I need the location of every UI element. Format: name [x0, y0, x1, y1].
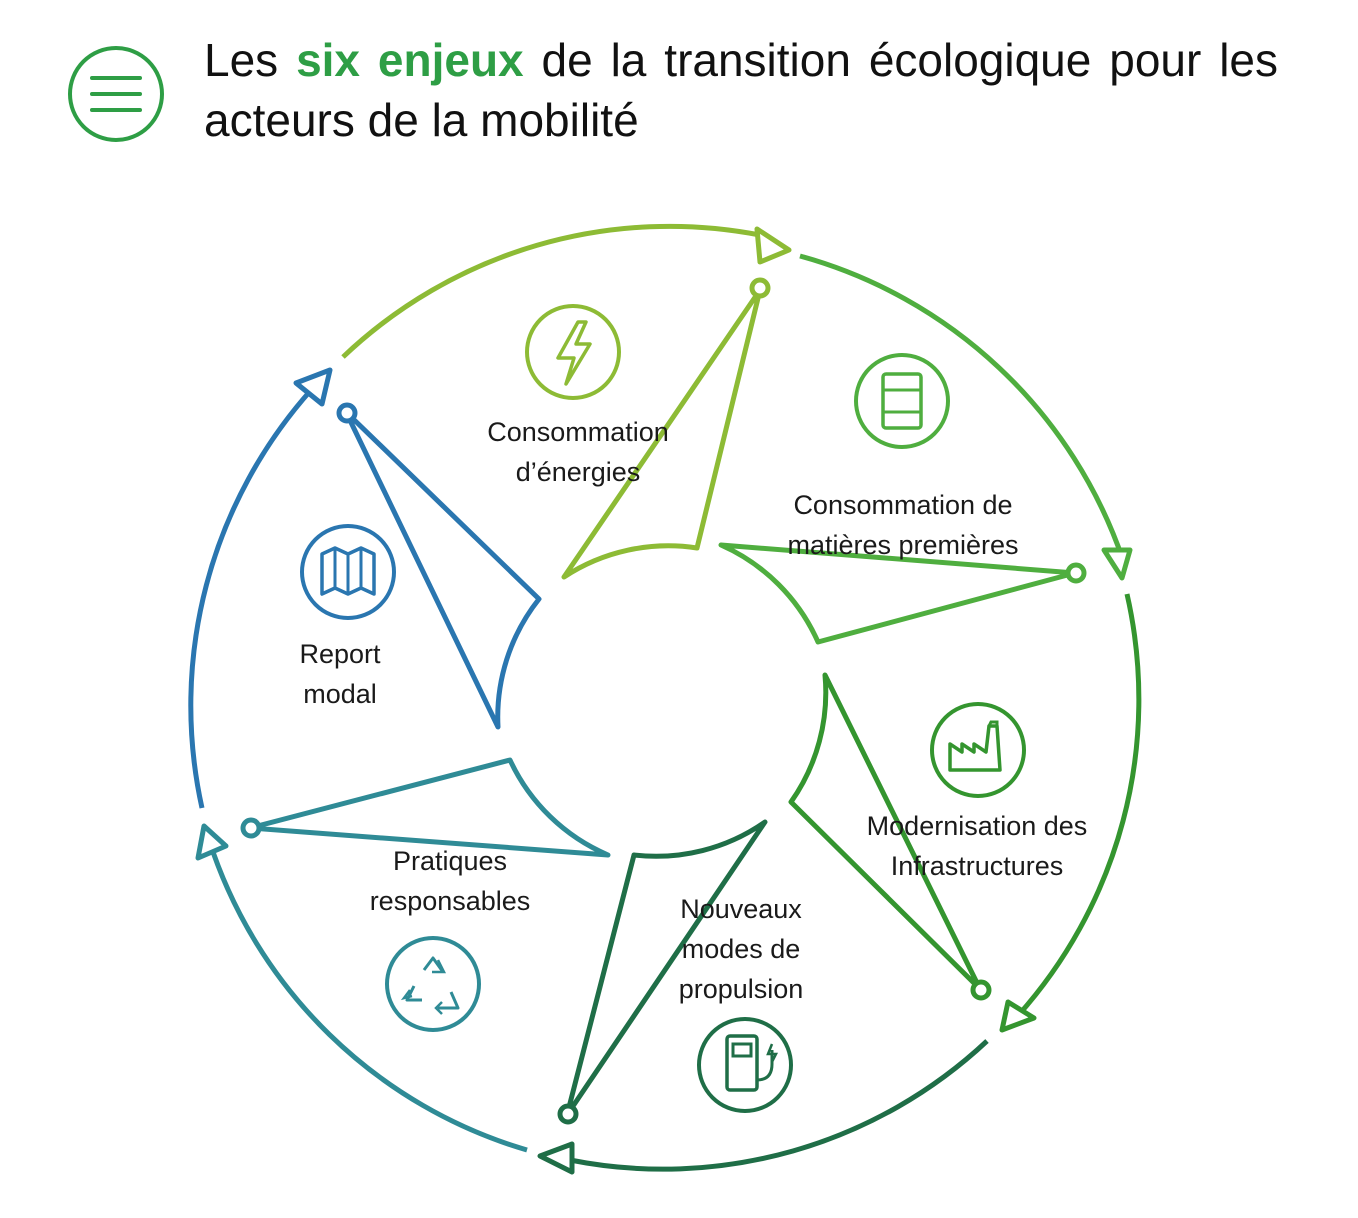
segment-outline: [718, 253, 1126, 645]
segment-modernisation-infrastructures[interactable]: Modernisation des Infrastructures: [788, 593, 1142, 1033]
connector-dot: [557, 1103, 579, 1125]
title-suffix: de la transition écologique pour les act…: [204, 34, 1278, 146]
segment-outline: [341, 223, 763, 580]
segment-outline: [788, 593, 1142, 1022]
arrow-head: [537, 1141, 575, 1175]
factory-icon: [930, 702, 1026, 798]
label-line: matières premières: [787, 530, 1018, 560]
page-title: Les six enjeux de la transition écologiq…: [204, 30, 1278, 150]
map-icon: [300, 524, 396, 620]
connector-dot: [749, 277, 771, 299]
segment-consommation-matieres[interactable]: Consommation de matières premières: [718, 253, 1133, 645]
segment-report-modal[interactable]: Report modal: [188, 367, 542, 809]
connector-dot: [240, 817, 262, 839]
segment-label: Pratiques responsables: [370, 846, 531, 916]
connector-dot: [1065, 562, 1087, 584]
arrow-head: [1101, 547, 1133, 581]
segment-nouveaux-modes-propulsion[interactable]: Nouveaux modes de propulsion: [537, 819, 989, 1175]
segment-label: Consommation d’énergies: [487, 417, 669, 487]
segment-pratiques-responsables[interactable]: Pratiques responsables: [195, 757, 611, 1153]
label-line: responsables: [370, 886, 531, 916]
label-line: Consommation de: [793, 490, 1012, 520]
recycle-icon: [385, 936, 481, 1032]
lightning-bolt-icon: [525, 304, 621, 400]
connector-dot: [336, 402, 358, 424]
arrow-head: [195, 823, 229, 861]
label-line: modes de: [682, 934, 801, 964]
segment-consommation-energies[interactable]: Consommation d’énergies: [341, 223, 792, 580]
label-line: modal: [303, 679, 377, 709]
segment-outline: [206, 757, 611, 1153]
label-line: Report: [299, 639, 381, 669]
label-line: Modernisation des: [867, 811, 1088, 841]
label-line: Infrastructures: [891, 851, 1064, 881]
title-prefix: Les: [204, 34, 297, 86]
arrow-head: [293, 367, 333, 407]
barrel-icon: [854, 353, 950, 449]
segment-label: Nouveaux modes de propulsion: [679, 894, 804, 1004]
menu-icon[interactable]: [64, 42, 168, 146]
segment-label: Modernisation des Infrastructures: [867, 811, 1088, 881]
segment-label: Consommation de matières premières: [787, 490, 1018, 560]
label-line: Consommation: [487, 417, 669, 447]
charging-station-icon: [697, 1017, 793, 1113]
segment-outline: [564, 819, 989, 1172]
label-line: Pratiques: [393, 846, 507, 876]
label-line: Nouveaux: [680, 894, 802, 924]
connector-dot: [970, 979, 992, 1001]
label-line: d’énergies: [516, 457, 641, 487]
segment-outline: [188, 387, 542, 809]
segment-label: Report modal: [299, 639, 381, 709]
title-accent: six enjeux: [296, 34, 524, 86]
arrow-head: [999, 999, 1037, 1033]
arrow-head: [754, 226, 792, 265]
label-line: propulsion: [679, 974, 804, 1004]
